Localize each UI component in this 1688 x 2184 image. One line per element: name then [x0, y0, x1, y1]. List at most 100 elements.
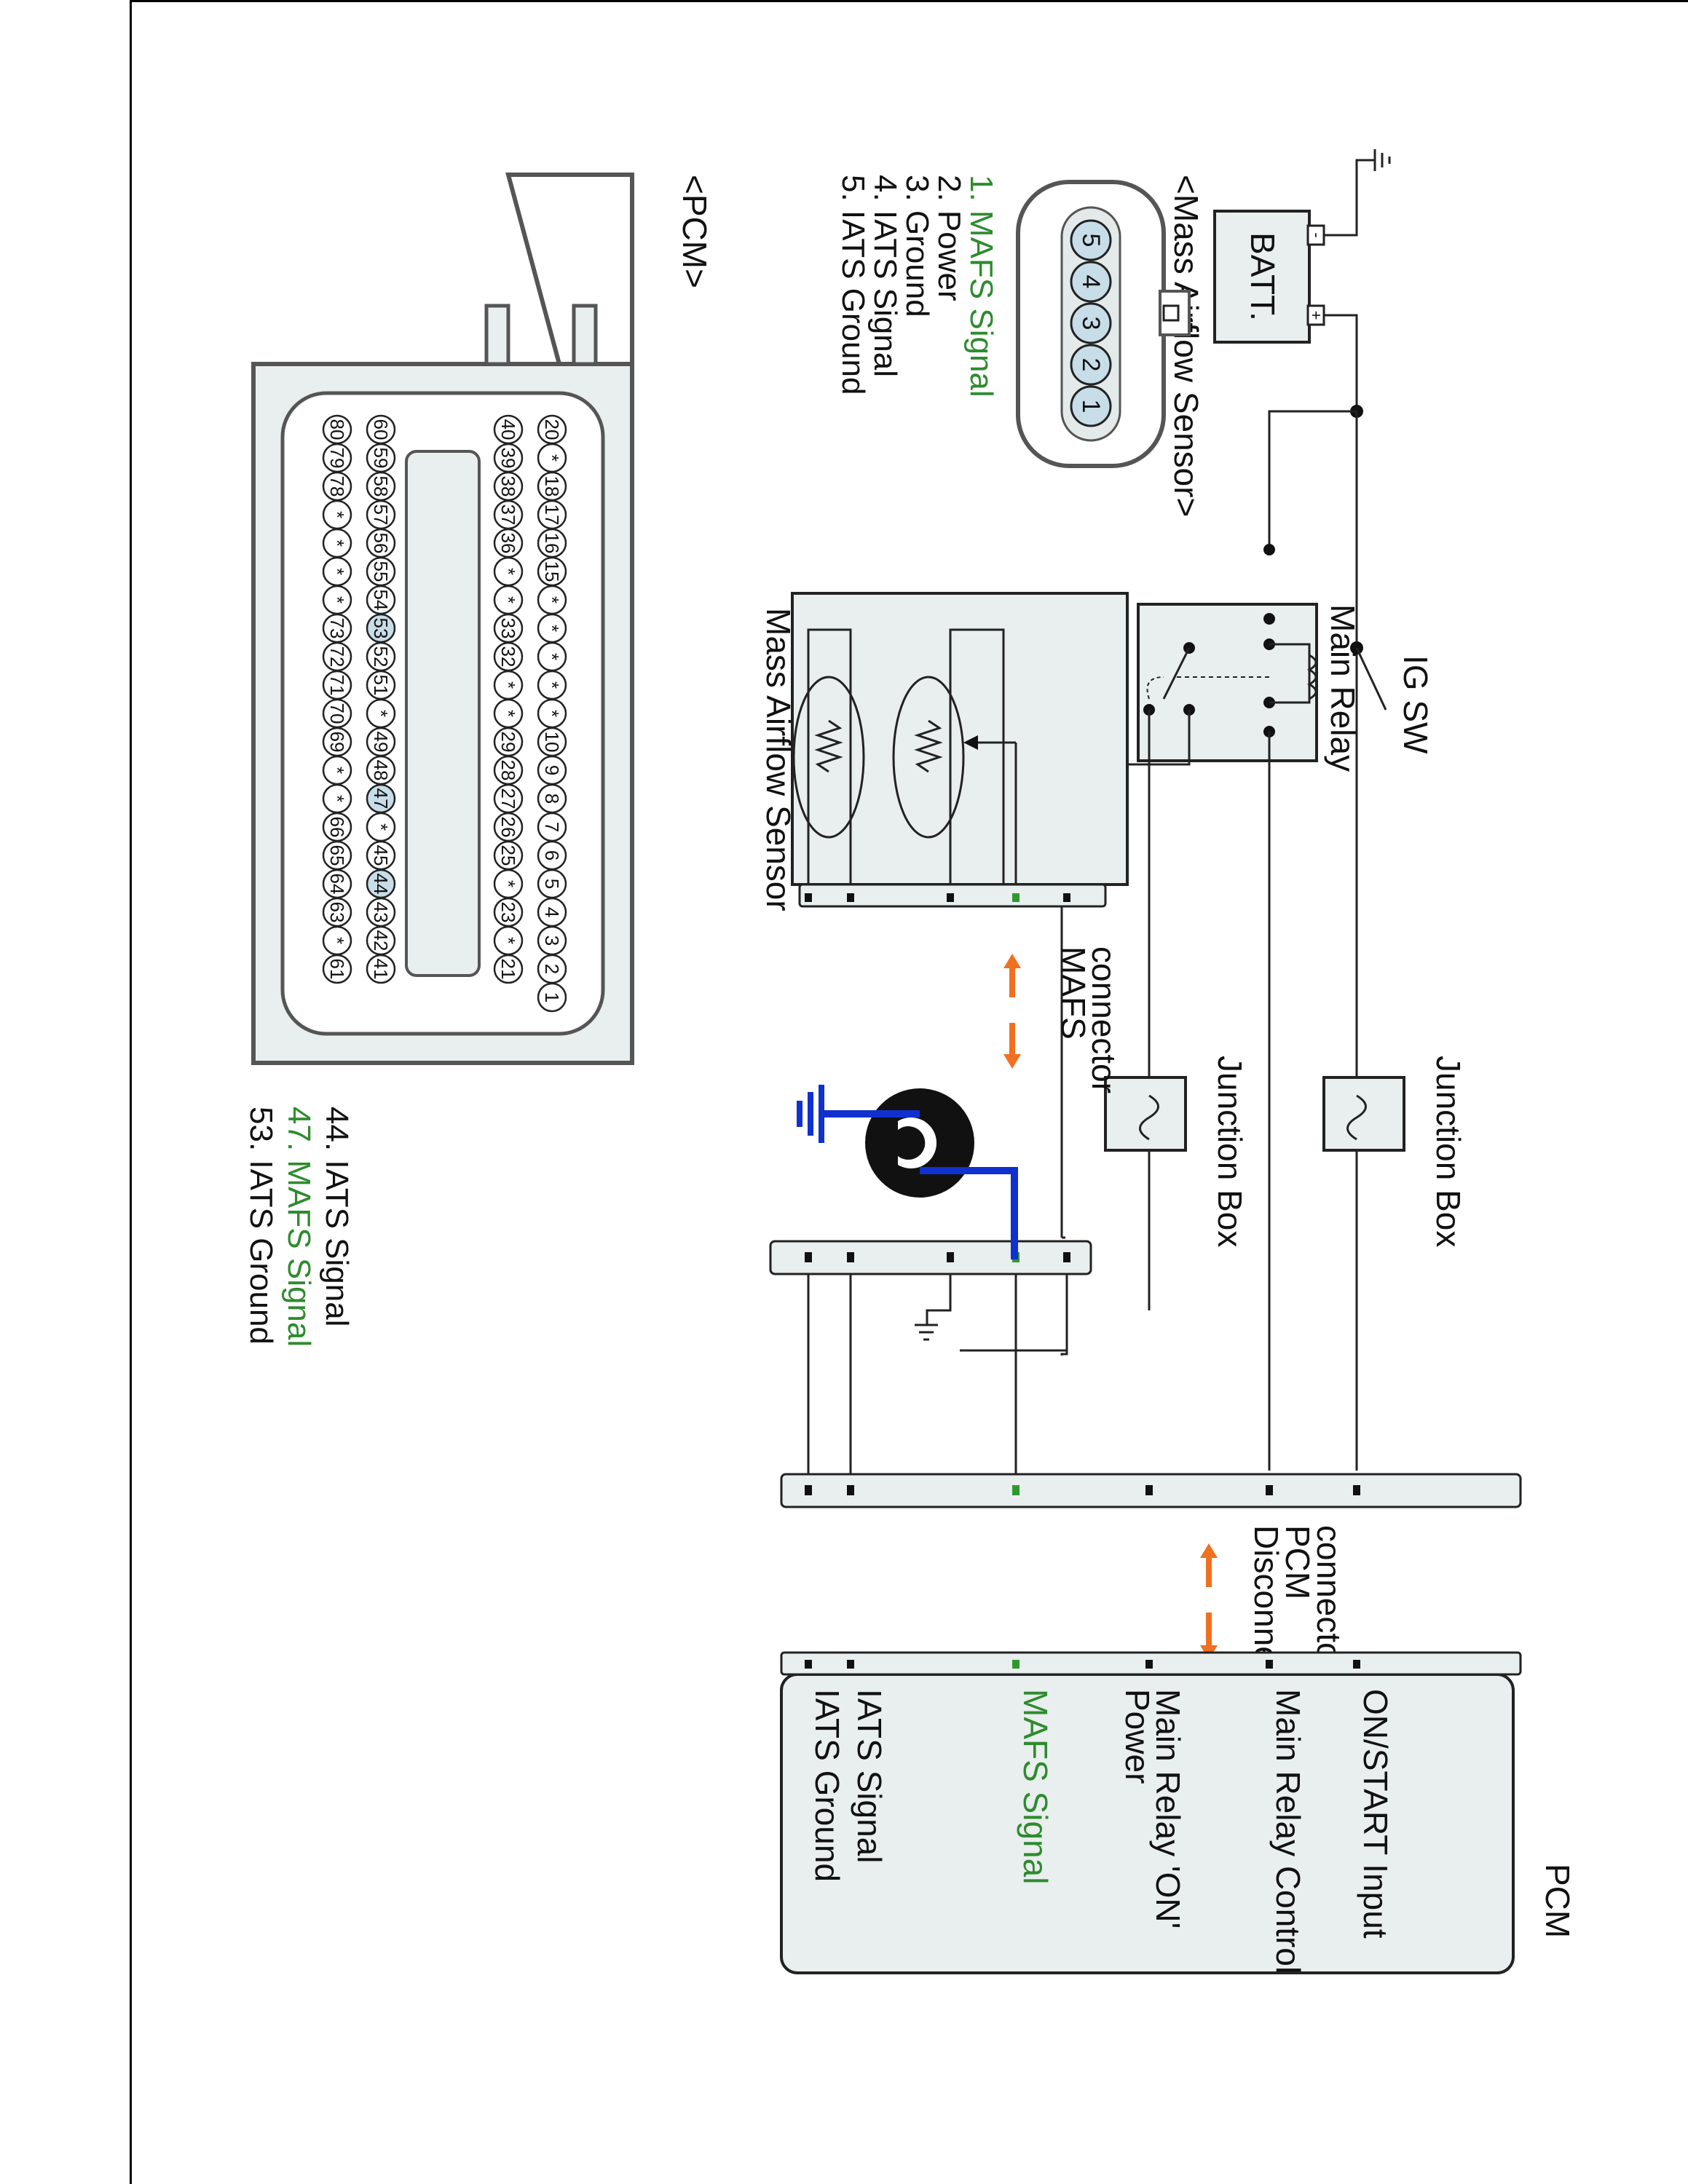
battery-label: BATT.	[1244, 232, 1282, 321]
disconnect-label-3: connector	[1310, 1525, 1348, 1672]
pcm-pin-number: 38	[497, 476, 519, 497]
pcm-pin-number: 72	[326, 646, 348, 668]
pcm-terminal-label: IATS Signal	[851, 1689, 888, 1863]
pcm-pin-number: 70	[326, 703, 348, 724]
pcm-pin-number: *	[541, 596, 563, 604]
pcm-pin-number: *	[541, 710, 563, 717]
pcm-pin-number: 15	[541, 561, 563, 582]
pcm-pin-number: 29	[497, 732, 519, 753]
ohmmeter-icon	[797, 1085, 1018, 1259]
pcm-pin-number: 36	[497, 533, 519, 554]
junction-box-2: Junction Box	[1104, 1056, 1249, 1247]
relay-coil-icon	[1269, 643, 1311, 704]
pcm-pin-number: 32	[497, 646, 519, 668]
pcm-pin-number: 37	[497, 505, 519, 526]
mafs-pin	[1070, 261, 1112, 303]
pcm-pin-number: 53	[370, 618, 392, 639]
mafs-pin-number: 3	[1077, 317, 1105, 331]
pcm-pin-number: 52	[370, 646, 392, 668]
mafs-legend-item: 4. IATS Signal	[867, 175, 903, 377]
mafs-title: <Mass Airflow Sensor>	[1167, 175, 1205, 517]
mass-airflow-sensor-label: Mass Airflow Sensor	[760, 608, 797, 911]
pcm-pin-group: 20*18171615*****109876543214039383736**3…	[322, 414, 567, 1013]
mafs-pin-number: 1	[1077, 400, 1105, 414]
pcm-pin-number: 40	[497, 419, 519, 440]
pcm-pin-number: *	[541, 653, 563, 660]
pcm-pin-number: 47	[370, 788, 392, 810]
battery: BATT. - +	[1213, 210, 1326, 344]
pcm-pin	[493, 954, 524, 984]
mafs-legend-item: 1. MAFS Signal	[963, 175, 999, 397]
mafs-legend-item: 2. Power	[931, 175, 967, 301]
fuse-icon	[1139, 1094, 1159, 1141]
pcm-pin-number: *	[326, 511, 348, 518]
pcm-pin-number: 66	[326, 817, 348, 838]
pcm-pin-number: 6	[541, 850, 563, 860]
pcm-harness-connector	[780, 1473, 1522, 1508]
pcm-pin-number: 55	[370, 561, 392, 582]
mafs-pin-number: 5	[1077, 234, 1105, 248]
pcm-title: <PCM>	[676, 175, 714, 288]
disconnect-label-2: PCM	[1279, 1525, 1317, 1599]
pcm-pin-number: 41	[370, 959, 392, 980]
pcm-terminal-label: ON/START Input	[1357, 1689, 1395, 1939]
battery-plus-label: +	[1307, 311, 1325, 320]
pcm-pin-number: 59	[370, 448, 392, 469]
pcm-pin-number: 79	[326, 448, 348, 469]
pcm-pin-number: 27	[497, 788, 519, 810]
pcm-pin-number: 56	[370, 533, 392, 554]
pcm-pin-number: 48	[370, 760, 392, 781]
pcm-pin-number: *	[326, 596, 348, 604]
pcm-pin-number: *	[541, 625, 563, 632]
junction-box-label-1: Junction Box	[1429, 1056, 1467, 1247]
disconnect-mafs-arrow	[1003, 954, 1021, 1069]
pcm-pin-number: 8	[541, 794, 563, 804]
pcm-pin	[366, 954, 396, 984]
pcm-pin-number: 80	[326, 419, 348, 440]
mafs-pin	[1070, 219, 1112, 261]
pcm-pin-number: 78	[326, 476, 348, 497]
ground-icon	[915, 1324, 938, 1341]
pcm-pin-number: 9	[541, 765, 563, 775]
pcm-pin-number: *	[541, 454, 563, 462]
pcm-pin-number: 45	[370, 845, 392, 866]
pcm-pin-number: 7	[541, 822, 563, 832]
pcm-pin-number: *	[541, 681, 563, 689]
mafs-pin	[1070, 385, 1112, 427]
pcm-pin-number: 33	[497, 618, 519, 639]
main-relay-label: Main Relay	[1324, 604, 1362, 772]
mafs-legend-item: 3. Ground	[899, 175, 935, 317]
pcm-pin-number: 3	[541, 935, 563, 946]
pcm-pin-number: 21	[497, 959, 519, 980]
pcm-box-label: PCM	[1539, 1864, 1577, 1938]
pcm-pin-number: 26	[497, 817, 519, 838]
pcm-pin-number: 60	[370, 419, 392, 440]
ground-icon	[1373, 149, 1391, 171]
pcm-pin-number: 73	[326, 618, 348, 639]
pcm-pin-number: 51	[370, 675, 392, 696]
mafs-pin-number: 2	[1077, 358, 1105, 372]
pcm-pin-number: *	[326, 767, 348, 774]
pcm-legend-item: 53. IATS Ground	[243, 1107, 279, 1345]
pcm-pin-number: *	[326, 539, 348, 547]
pcm-pin-number: *	[497, 937, 519, 944]
pcm-pin-number: 69	[326, 732, 348, 753]
mafs-pin	[1070, 344, 1112, 386]
pcm-module: PCM ON/START Input Main Relay Control Ma…	[780, 1651, 1577, 1974]
pcm-pin-number: 42	[370, 930, 392, 951]
disconnect-pcm-arrow	[1200, 1543, 1218, 1660]
mafs-connector-face: <Mass Airflow Sensor> 5 4 3 2 1 1. MAFS Sign…	[835, 175, 1205, 517]
pcm-pin-number: 25	[497, 845, 519, 866]
battery-minus-label: -	[1308, 232, 1326, 237]
pcm-pin-number: *	[497, 568, 519, 575]
pcm-terminal-label: IATS Ground	[808, 1689, 846, 1882]
junction-box-label-2: Junction Box	[1211, 1056, 1249, 1247]
mafs-legend-item: 5. IATS Ground	[835, 175, 871, 395]
pcm-pin-number: *	[497, 710, 519, 717]
mafs-pin-number: 4	[1077, 275, 1105, 289]
pcm-pin-number: *	[497, 681, 519, 689]
ig-sw-label: IG SW	[1397, 655, 1435, 754]
